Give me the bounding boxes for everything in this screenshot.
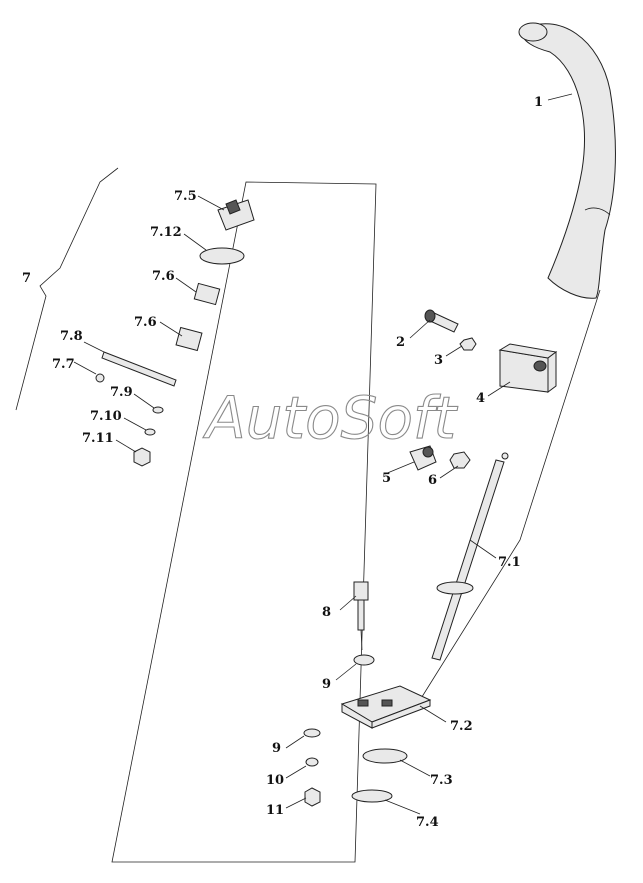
lever-handle [518,22,616,299]
label-7-4: 7.4 [416,815,439,830]
assembly-7-boundary [111,181,377,863]
label-7-6-upper: 7.6 [152,269,175,284]
nut-3 [459,337,477,351]
nut-7-11 [133,447,151,467]
washer-9-lower [303,728,321,738]
label-2: 2 [396,335,405,350]
bolt-8 [353,581,369,651]
leader-lines [73,93,573,815]
label-7-11: 7.11 [82,431,114,446]
washer-7-9 [152,406,164,414]
watermark: AutoSoft [202,384,458,452]
label-7-10: 7.10 [90,409,122,424]
label-7-7: 7.7 [52,357,75,372]
bushing-7-6-lower [175,326,203,352]
block-4 [498,343,558,393]
label-9-lower: 9 [272,741,281,756]
label-7: 7 [22,271,31,286]
label-7-5: 7.5 [174,189,197,204]
label-3: 3 [434,353,443,368]
part-7-5 [217,199,255,231]
gear-7-12 [199,247,245,265]
label-6: 6 [428,473,437,488]
base-plate-7-2 [340,685,432,729]
label-1: 1 [534,95,543,110]
label-9-upper: 9 [322,677,331,692]
label-8: 8 [322,605,331,620]
link-7-8 [101,351,177,387]
label-5: 5 [382,471,391,486]
shaft-7-1 [431,459,505,661]
label-7-6-lower: 7.6 [134,315,157,330]
label-7-12: 7.12 [150,225,182,240]
label-11: 11 [266,803,284,818]
label-4: 4 [476,391,485,406]
label-7-1: 7.1 [498,555,521,570]
assembly-7-bracket [15,167,119,411]
bolt-2 [424,309,459,333]
washer-7-10 [144,428,156,436]
label-7-3: 7.3 [430,773,453,788]
washer-7-3 [362,748,408,764]
nut-7-7 [95,373,105,383]
nut-11 [304,787,321,807]
washer-9-upper [353,654,375,666]
main-axis-line [419,289,601,701]
ball-joint-5 [409,445,437,471]
label-7-2: 7.2 [450,719,473,734]
washer-10 [305,757,319,767]
label-7-8: 7.8 [60,329,83,344]
label-10: 10 [266,773,284,788]
washer-7-4 [351,789,393,803]
label-7-9: 7.9 [110,385,133,400]
bushing-7-6-upper [193,282,221,306]
nut-6 [449,451,509,469]
